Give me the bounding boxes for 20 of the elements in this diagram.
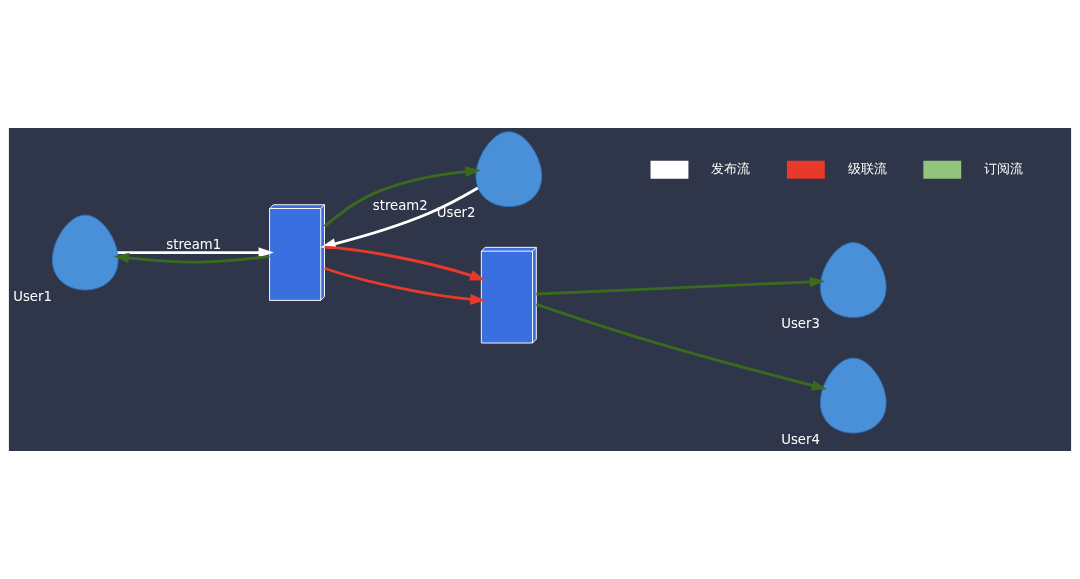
node-person [51,214,119,291]
node-label: User2 [436,205,476,221]
arrow [113,252,270,264]
arrow [535,303,827,391]
legend-label: 发布流 [711,161,751,177]
node-person [819,242,887,318]
edge-label: stream1 [166,236,222,252]
arrow [324,266,486,305]
arrow [536,276,825,296]
legend-label: 级联流 [847,161,887,177]
arrow [323,166,481,228]
arrow [117,247,274,258]
node-person [475,131,543,208]
arrow [324,245,486,281]
node-label: User4 [781,431,820,447]
node-person [819,357,887,434]
node-label: User3 [781,316,820,332]
legend-label: 订阅流 [983,161,1023,177]
node-label: User1 [13,288,52,304]
edge-label: stream2 [372,198,428,214]
